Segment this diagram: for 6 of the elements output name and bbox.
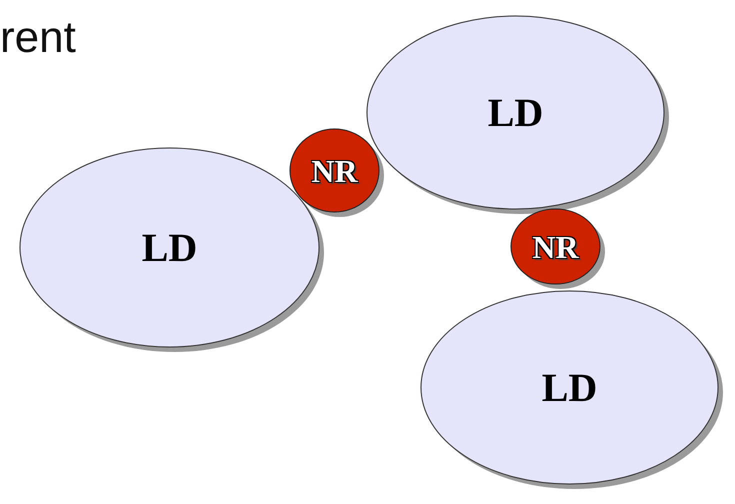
node-label: NR [311, 154, 358, 186]
node-label: NR [532, 230, 579, 262]
heading-text-fragment: rent [0, 16, 76, 60]
node-label: LD [542, 368, 598, 408]
node-label: LD [488, 92, 544, 132]
node-label: LD [142, 228, 198, 268]
